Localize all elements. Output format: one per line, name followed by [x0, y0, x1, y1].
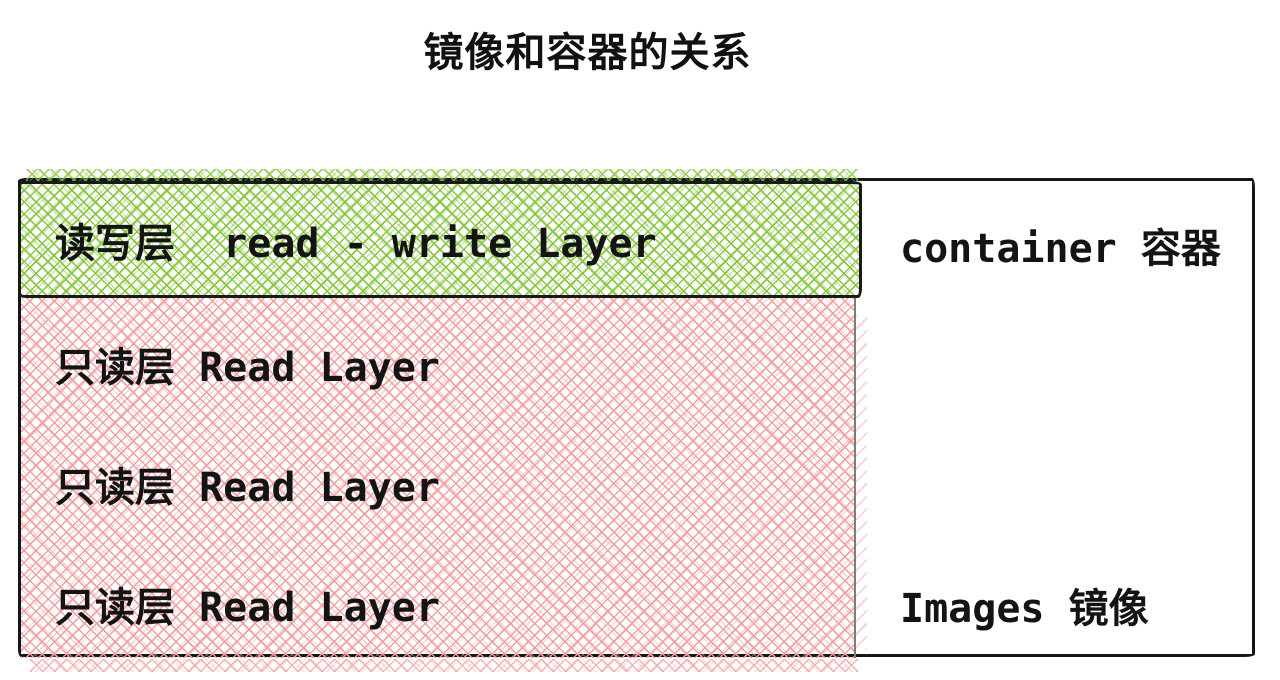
images-label: Images 镜像 — [900, 586, 1149, 632]
container-label: container 容器 — [900, 226, 1221, 272]
pink-hatch-bleed-right — [856, 315, 867, 650]
read-layer-row: 只读层 Read Layer — [55, 465, 440, 511]
read-write-layer-box: 读写层 read - write Layer — [18, 181, 862, 298]
read-write-layer-label: 读写层 read - write Layer — [55, 220, 657, 267]
pink-hatch-bleed-bottom — [30, 659, 858, 672]
read-layer-row: 只读层 Read Layer — [55, 585, 440, 631]
read-only-layers-box: 只读层 Read Layer 只读层 Read Layer 只读层 Read L… — [21, 298, 856, 658]
green-hatch-bleed — [26, 169, 858, 181]
read-layer-row: 只读层 Read Layer — [55, 345, 440, 391]
diagram-title: 镜像和容器的关系 — [423, 30, 752, 76]
